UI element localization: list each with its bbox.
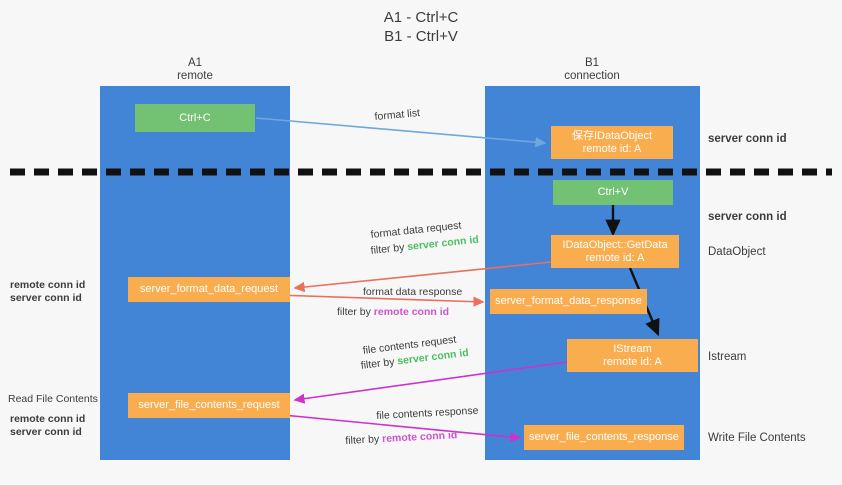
box-server-format-data-response-label: server_format_data_response [495, 295, 642, 307]
annotation-write-file-contents: Write File Contents [708, 432, 806, 444]
box-save-idataobject[interactable]: 保存IDataObject remote id: A [551, 126, 673, 159]
filter-by-text-4: filter by [345, 433, 383, 447]
annotation-istream: Istream [708, 351, 747, 363]
remote-conn-id-text-2: remote conn id [381, 429, 458, 446]
edge-label-file-contents-response-text: file contents response [376, 404, 479, 422]
edge-label-file-contents-response-filter: filter by remote conn id [345, 428, 458, 448]
box-istream-line1: IStream [613, 342, 652, 355]
box-ctrl-v[interactable]: Ctrl+V [553, 180, 673, 205]
annotation-read-file-contents: Read File Contents [8, 393, 98, 405]
annotation-left-remote-conn-id-1: remote conn id [10, 279, 86, 291]
remote-conn-id-text: remote conn id [373, 306, 450, 318]
edge-label-format-list: format list [374, 106, 421, 124]
box-istream[interactable]: IStream remote id: A [567, 339, 698, 372]
box-server-file-contents-request-label: server_file_contents_request [138, 399, 280, 411]
filter-by-text-3: filter by [360, 355, 399, 372]
filter-by-text: filter by [370, 241, 408, 257]
box-idataobject-getdata[interactable]: IDataObject::GetData remote id: A [551, 235, 679, 268]
annotation-left-server-conn-id-2: server conn id [10, 426, 82, 438]
box-save-idataobject-line2: remote id: A [582, 142, 642, 155]
box-server-file-contents-response[interactable]: server_file_contents_response [524, 425, 684, 450]
title-line-2: B1 - Ctrl+V [384, 28, 458, 45]
lane-b1-name: B1 [584, 57, 600, 69]
lane-b1-sub: connection [564, 70, 620, 82]
edge-label-format-data-response: format data response [363, 285, 462, 299]
lane-a1-sub: remote [177, 70, 213, 82]
box-idataobject-getdata-line2: remote id: A [585, 251, 645, 264]
page-title: A1 - Ctrl+C B1 - Ctrl+V [321, 8, 521, 46]
annotation-left-remote-conn-id-2: remote conn id [10, 413, 86, 425]
box-ctrl-c-label: Ctrl+C [179, 111, 211, 124]
box-server-format-data-response[interactable]: server_format_data_response [490, 289, 647, 314]
lane-header-b1: B1 connection [542, 57, 642, 83]
filter-by-text-2: filter by [337, 306, 374, 318]
lane-header-a1: A1 remote [145, 57, 245, 83]
lane-a1-name: A1 [187, 57, 203, 69]
box-ctrl-c[interactable]: Ctrl+C [135, 104, 255, 132]
title-line-1: A1 - Ctrl+C [383, 9, 459, 26]
edge-label-file-contents-response: file contents response [376, 404, 479, 423]
edge-label-format-data-response-text: format data response [363, 286, 463, 298]
annotation-server-conn-id-2: server conn id [708, 211, 787, 223]
box-ctrl-v-label: Ctrl+V [597, 186, 629, 198]
box-save-idataobject-line1: 保存IDataObject [571, 129, 653, 142]
box-idataobject-getdata-line1: IDataObject::GetData [562, 238, 668, 251]
edge-label-format-data-response-filter: filter by remote conn id [337, 305, 449, 319]
box-server-format-data-request-label: server_format_data_request [139, 283, 279, 295]
box-server-file-contents-request[interactable]: server_file_contents_request [128, 393, 290, 418]
annotation-server-conn-id-1: server conn id [708, 133, 787, 145]
box-istream-line2: remote id: A [603, 355, 662, 368]
edge-label-format-list-text: format list [374, 107, 421, 123]
box-server-format-data-request[interactable]: server_format_data_request [128, 277, 290, 302]
annotation-left-server-conn-id-1: server conn id [10, 292, 82, 304]
box-server-file-contents-response-label: server_file_contents_response [529, 431, 679, 443]
annotation-dataobject: DataObject [708, 246, 766, 258]
